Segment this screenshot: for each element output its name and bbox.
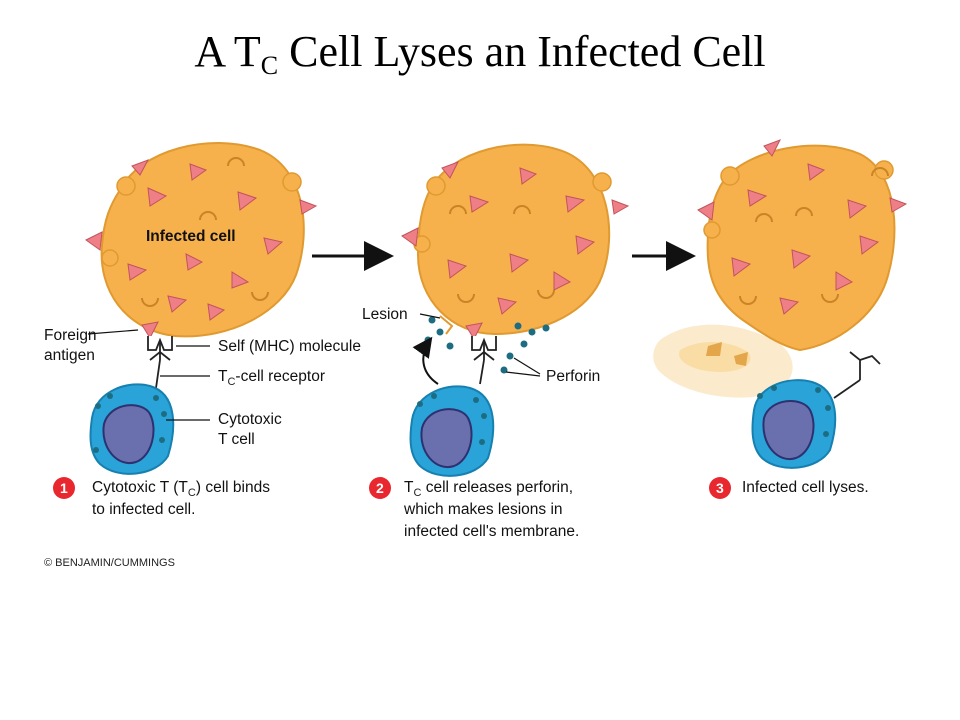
- credit-line: © BENJAMIN/CUMMINGS: [44, 557, 175, 569]
- step-2-caption: 2 TC cell releases perforin, which makes…: [369, 477, 579, 540]
- lysed-cell-debris: [653, 324, 793, 398]
- infected-cell-label: Infected cell: [146, 228, 236, 245]
- infected-cell-3-lysing: [697, 139, 908, 352]
- page-title: A TC Cell Lyses an Infected Cell: [194, 27, 766, 80]
- svg-text:Infected cell lyses.: Infected cell lyses.: [742, 479, 869, 496]
- infected-cell-1: Infected cell: [85, 142, 318, 338]
- panel-3: [653, 139, 908, 469]
- cytotoxic-t-cell-2: [409, 385, 495, 477]
- foreign-antigen-label-2: antigen: [44, 347, 95, 364]
- lesion-label: Lesion: [362, 306, 408, 323]
- panel-2: Lesion Perforin: [362, 143, 630, 477]
- foreign-antigen-label-1: Foreign: [44, 327, 97, 344]
- svg-text:to infected cell.: to infected cell.: [92, 501, 195, 518]
- mhc-complex-1: [141, 321, 173, 389]
- mhc-complex-2: [465, 322, 497, 385]
- svg-text:which makes lesions in: which makes lesions in: [403, 501, 563, 518]
- svg-text:2: 2: [376, 480, 384, 496]
- infected-cell-2: [401, 143, 630, 336]
- svg-text:3: 3: [716, 480, 724, 496]
- cytotoxic-label-1: Cytotoxic: [218, 411, 282, 428]
- svg-text:1: 1: [60, 480, 68, 496]
- tc-receptor-label: TC-cell receptor: [218, 368, 325, 388]
- self-mhc-label: Self (MHC) molecule: [218, 338, 361, 355]
- step-1-caption: 1 Cytotoxic T (TC) cell binds to infecte…: [53, 477, 270, 518]
- svg-text:Cytotoxic T (TC) cell binds: Cytotoxic T (TC) cell binds: [92, 479, 270, 499]
- svg-text:TC cell releases perforin,: TC cell releases perforin,: [404, 479, 573, 499]
- cytotoxic-t-cell-1: [89, 383, 175, 475]
- perforin-release-arrow: [412, 336, 439, 385]
- step-3-caption: 3 Infected cell lyses.: [709, 477, 869, 499]
- tc-receptor-free: [833, 351, 881, 399]
- cytotoxic-label-2: T cell: [218, 431, 255, 448]
- perforin-label: Perforin: [546, 368, 600, 385]
- panel-1: Infected cell Foreign antigen Self (MHC)…: [44, 142, 361, 475]
- cytotoxic-t-cell-3: [751, 379, 837, 469]
- svg-text:infected cell's membrane.: infected cell's membrane.: [404, 523, 579, 540]
